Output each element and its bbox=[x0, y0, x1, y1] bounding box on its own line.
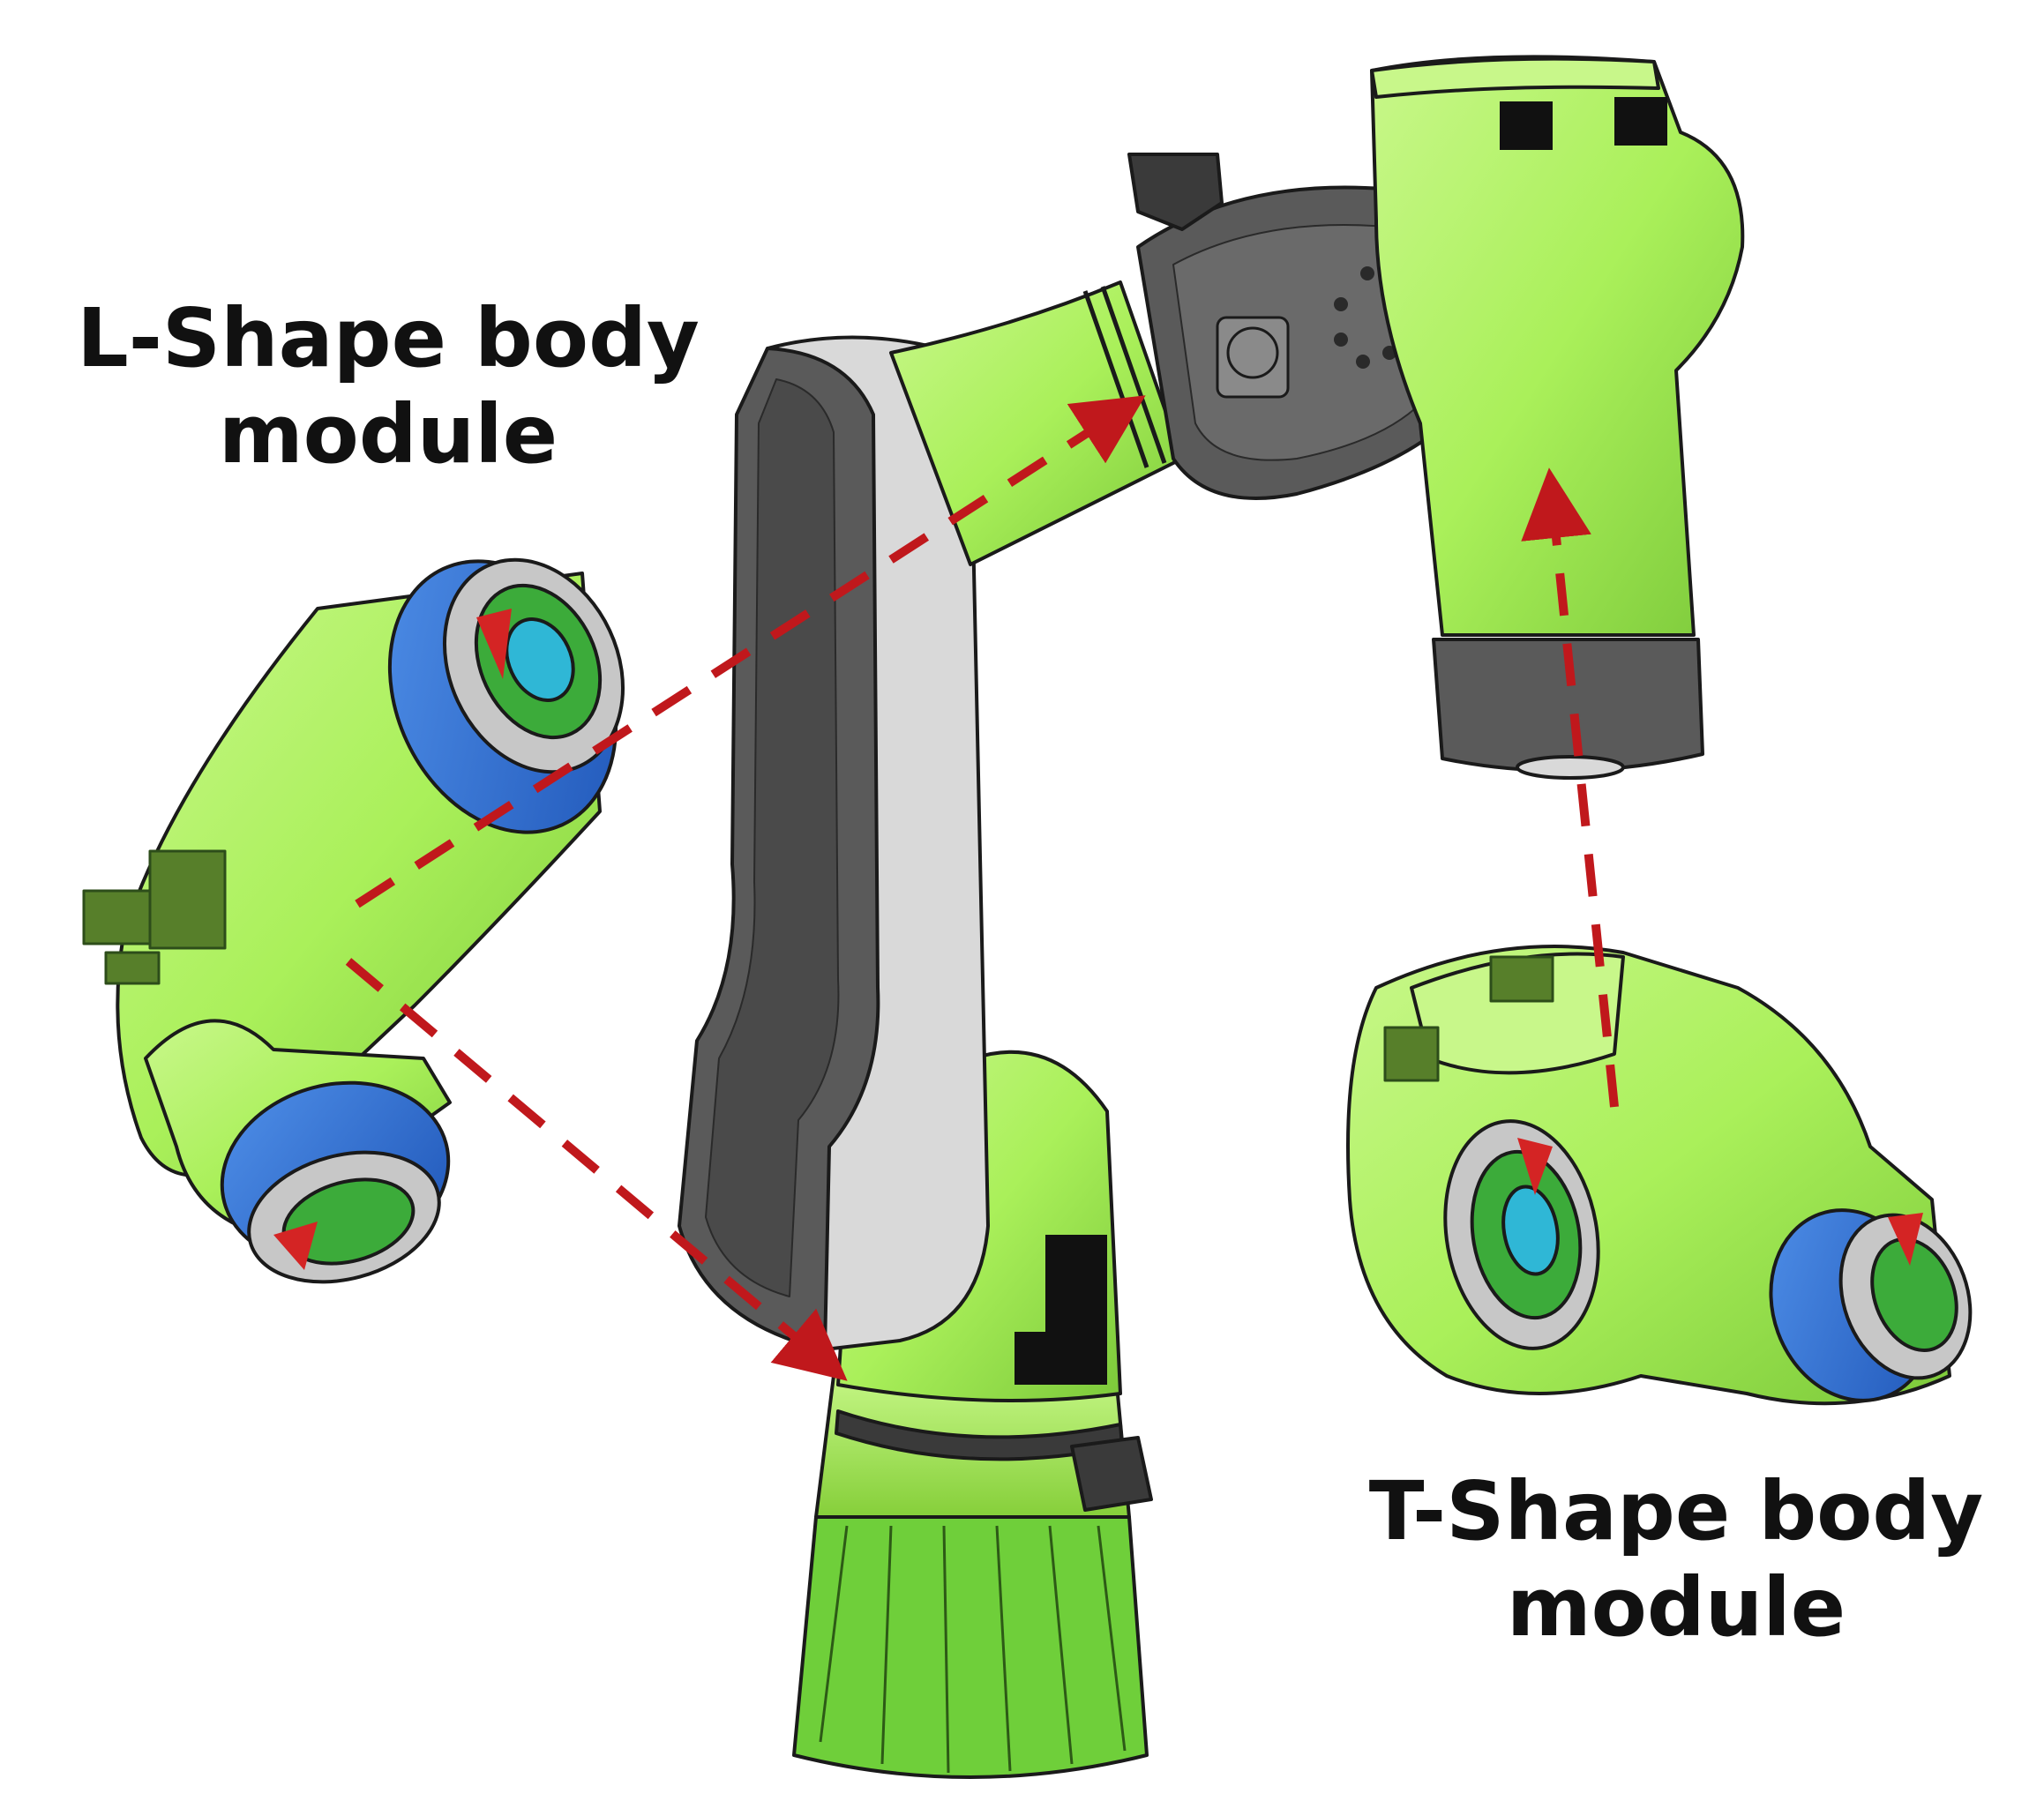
robot-base bbox=[792, 1515, 1149, 1779]
l-shape-module bbox=[82, 557, 625, 1284]
l-shape-label-line2: module bbox=[218, 386, 558, 482]
t-vent-pattern bbox=[1383, 955, 1554, 1082]
dashed-line-l-top bbox=[355, 395, 1146, 908]
dashed-line-l-bottom bbox=[345, 958, 848, 1381]
dashed-line-t bbox=[1521, 467, 1619, 1108]
t-shape-label-line2: module bbox=[1506, 1559, 1846, 1655]
robot-arm bbox=[678, 55, 1745, 1779]
t-shape-label: T-Shape body module bbox=[1359, 1464, 1994, 1655]
t-shape-label-line1: T-Shape body bbox=[1368, 1464, 1984, 1558]
vent-pattern bbox=[82, 849, 227, 985]
cable-clip bbox=[1127, 153, 1224, 231]
red-dashed-arrows bbox=[345, 395, 1619, 1381]
l-shape-label: L-Shape body module bbox=[71, 291, 706, 482]
wrist-t-module bbox=[1370, 55, 1745, 637]
l-shape-label-line1: L-Shape body bbox=[77, 291, 700, 385]
t-shape-module bbox=[1346, 945, 1973, 1406]
cable-bracket bbox=[1070, 1436, 1153, 1512]
